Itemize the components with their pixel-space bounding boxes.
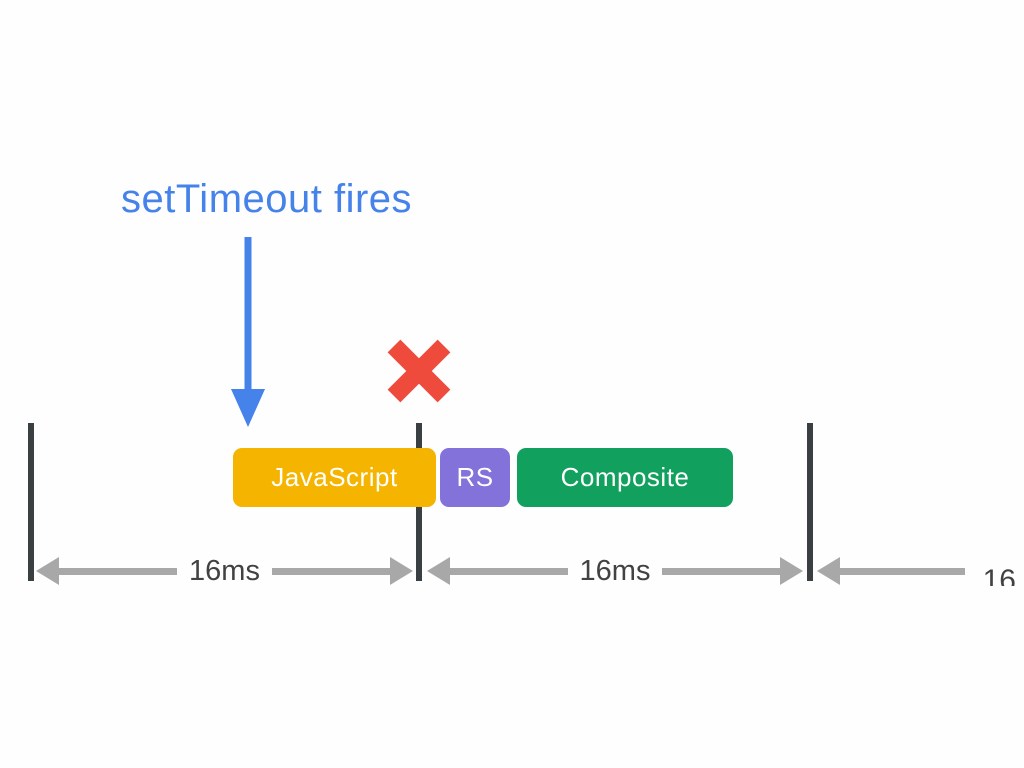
measure-line	[840, 567, 965, 575]
javascript-block: JavaScript	[233, 448, 436, 507]
rs-block: RS	[440, 448, 510, 507]
arrowhead-right-icon	[780, 557, 804, 585]
settimeout-fires-label: setTimeout fires	[121, 177, 413, 221]
arrowhead-left-icon	[427, 557, 450, 585]
frame-duration-measure-1: 16ms	[36, 555, 414, 587]
frame-duration-label: 16ms	[189, 555, 260, 587]
arrowhead-left-icon	[817, 557, 840, 585]
down-arrow-icon	[231, 237, 265, 427]
frame-duration-label: 16ms	[579, 555, 651, 587]
frame-boundary-line-1	[28, 423, 34, 581]
frame-boundary-line-3	[807, 423, 813, 581]
frame-duration-measure-2: 16ms	[427, 555, 804, 587]
x-mark-icon	[387, 339, 451, 403]
arrowhead-left-icon	[36, 557, 59, 585]
measure-line	[450, 567, 568, 575]
measure-line	[662, 567, 781, 575]
frame-duration-measure-3: 16	[817, 556, 1024, 586]
arrowhead-right-icon	[390, 557, 414, 585]
measure-line	[271, 567, 391, 575]
composite-block: Composite	[517, 448, 733, 507]
frame-duration-label-clipped: 16	[982, 564, 1016, 587]
measure-line	[59, 567, 178, 575]
